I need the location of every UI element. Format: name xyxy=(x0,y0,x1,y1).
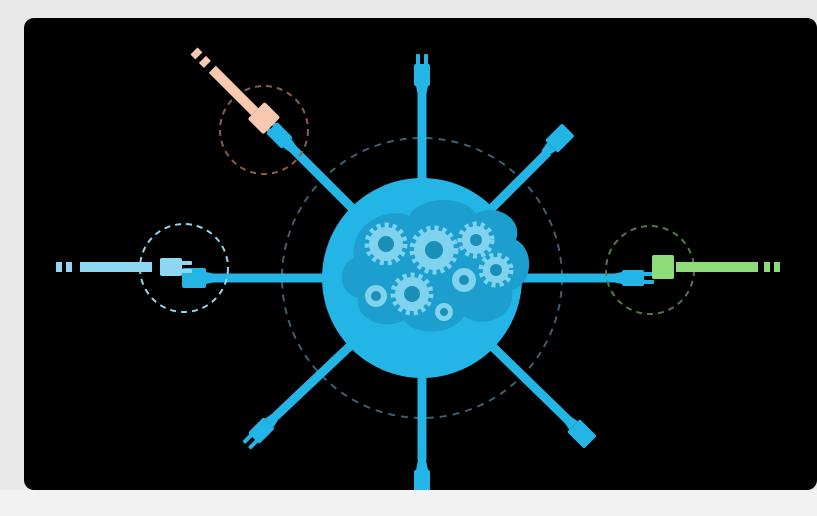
plug-icon xyxy=(414,54,430,96)
connector-illustration xyxy=(24,18,817,490)
light-blue-cable xyxy=(56,262,152,272)
bottom-margin xyxy=(0,490,817,516)
socket-icon xyxy=(652,255,674,279)
plug-icon xyxy=(414,460,430,490)
illustration-panel xyxy=(24,18,817,490)
green-cable xyxy=(676,262,780,272)
peach-cable-plug xyxy=(187,41,280,134)
plug-icon xyxy=(241,410,282,451)
plug-icon xyxy=(612,270,654,286)
